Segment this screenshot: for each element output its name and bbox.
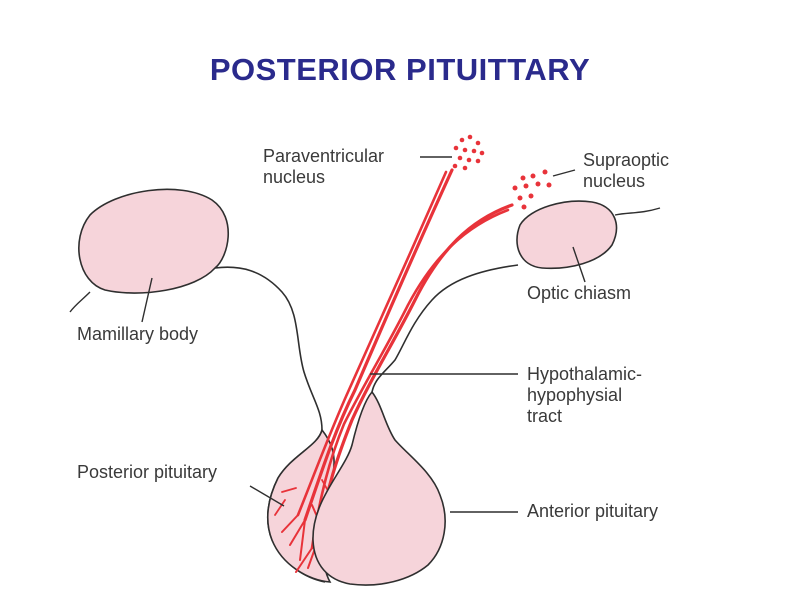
mamillary-tail bbox=[69, 291, 91, 313]
slide-title: POSTERIOR PITUITTARY bbox=[209, 52, 591, 87]
label-hypothalamic-hypophysial-tract: Hypothalamic- hypophysial tract bbox=[527, 364, 643, 426]
supraoptic-nucleus-dots bbox=[512, 169, 552, 210]
paraventricular-fiber-2 bbox=[296, 170, 448, 517]
paraventricular-fiber bbox=[303, 168, 454, 522]
label-anterior-pituitary: Anterior pituitary bbox=[527, 501, 659, 521]
optic-nerve bbox=[614, 207, 661, 216]
label-posterior-pituitary: Posterior pituitary bbox=[77, 462, 218, 482]
leader-posterior bbox=[249, 485, 285, 507]
stalk-right-outline bbox=[371, 264, 519, 393]
leader-lines bbox=[141, 156, 586, 513]
leader-optic-chiasm bbox=[572, 246, 586, 283]
label-supraoptic-nucleus: Supraoptic nucleus bbox=[583, 150, 670, 191]
paraventricular-nucleus-dots bbox=[452, 134, 485, 171]
leader-supraoptic bbox=[552, 169, 576, 177]
label-mamillary-body: Mamillary body bbox=[77, 324, 199, 344]
optic-chiasm-shape bbox=[516, 200, 618, 270]
mamillary-body-shape bbox=[78, 188, 229, 294]
anterior-pituitary-shape bbox=[312, 390, 446, 586]
supraoptic-fiber-2 bbox=[310, 208, 510, 550]
label-paraventricular-nucleus: Paraventricular nucleus bbox=[263, 146, 385, 187]
label-optic-chiasm: Optic chiasm bbox=[527, 283, 632, 303]
leader-mamillary bbox=[141, 277, 153, 323]
